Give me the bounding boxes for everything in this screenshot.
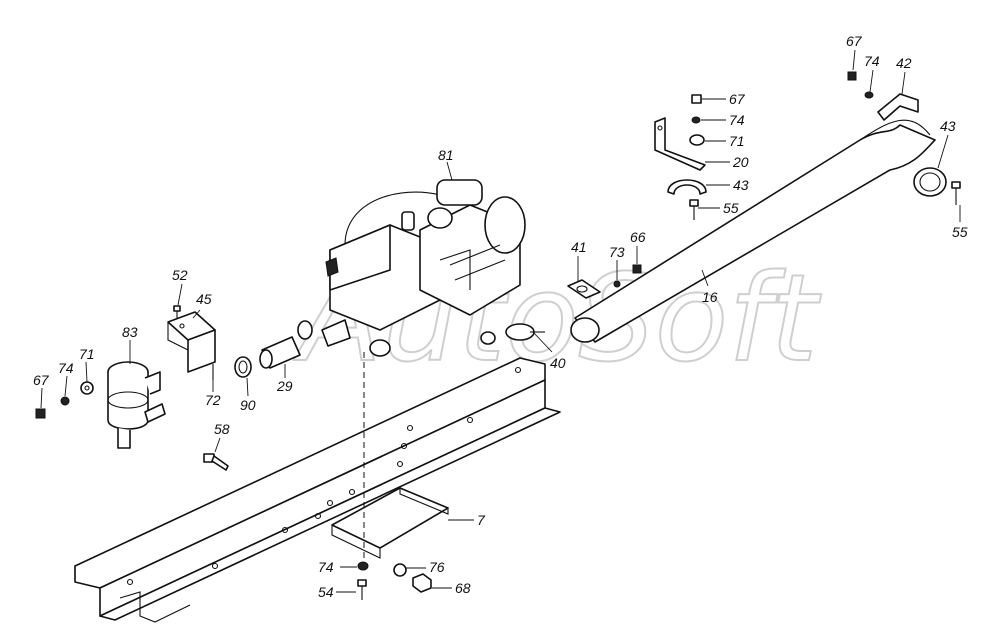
bolt-55-mid [689,199,699,220]
nut-68 [412,573,432,593]
label-7: 7 [477,512,486,528]
label-74-mid: 74 [729,112,745,128]
label-90: 90 [240,397,256,413]
washer-76 [393,563,407,577]
label-67-left: 67 [33,372,50,388]
label-45: 45 [196,291,212,307]
fuel-filter-83 [107,361,166,449]
label-74-left: 74 [58,360,74,376]
clamp-near-hose [297,320,313,340]
nut-73 [613,280,621,288]
washer-74-bottom [357,561,369,571]
bracket-42 [877,93,919,121]
label-20: 20 [732,154,749,170]
nut-67-left [35,408,46,419]
label-41: 41 [571,239,587,255]
heater-unit-81 [321,179,526,357]
clamp-40 [505,323,545,341]
label-67-right: 67 [846,33,863,49]
washer-74-mid [691,116,701,124]
label-74-right: 74 [864,53,880,69]
label-67-mid: 67 [729,91,746,107]
label-66: 66 [630,229,646,245]
nut-67-right [847,71,857,81]
clamp-43-right [913,167,947,197]
label-54: 54 [318,584,334,600]
bolt-55-right [951,181,961,205]
washer-74-left [60,396,70,406]
label-55-right: 55 [952,224,968,240]
nut-67-mid [691,94,702,104]
label-16: 16 [702,289,718,305]
label-73: 73 [609,244,625,260]
part-labels: 81 52 45 83 71 74 67 72 90 29 58 7 74 76… [33,33,968,600]
bracket-20 [654,117,706,171]
washer-71-mid [689,134,705,146]
label-52: 52 [172,267,188,283]
frame-rail [74,357,561,623]
label-43-right: 43 [940,118,956,134]
bolt-58 [203,453,229,471]
label-71-mid: 71 [729,133,745,149]
exhaust-pipe-16 [570,119,936,343]
nut-66 [632,264,642,274]
label-43-mid: 43 [733,177,749,193]
label-55-mid: 55 [723,200,739,216]
label-74-bottom: 74 [318,559,334,575]
leader-lines [40,49,961,593]
bracket-45 [167,311,216,373]
label-81: 81 [438,147,454,163]
washer-71-left [80,381,94,395]
label-58: 58 [214,421,230,437]
label-83: 83 [122,324,138,340]
bolt-54 [357,579,367,600]
gasket-41 [567,279,601,299]
label-72: 72 [205,392,221,408]
clamp-43-mid [667,179,707,195]
label-40: 40 [550,355,566,371]
label-68: 68 [455,580,471,596]
label-42: 42 [896,55,912,71]
hose-29 [259,336,301,369]
bolt-52 [173,305,181,318]
label-71-left: 71 [79,346,95,362]
label-29: 29 [276,378,293,394]
clamp-90 [234,356,252,378]
mounting-plate-7 [331,487,449,559]
washer-74-right [864,91,874,99]
label-76: 76 [429,559,445,575]
